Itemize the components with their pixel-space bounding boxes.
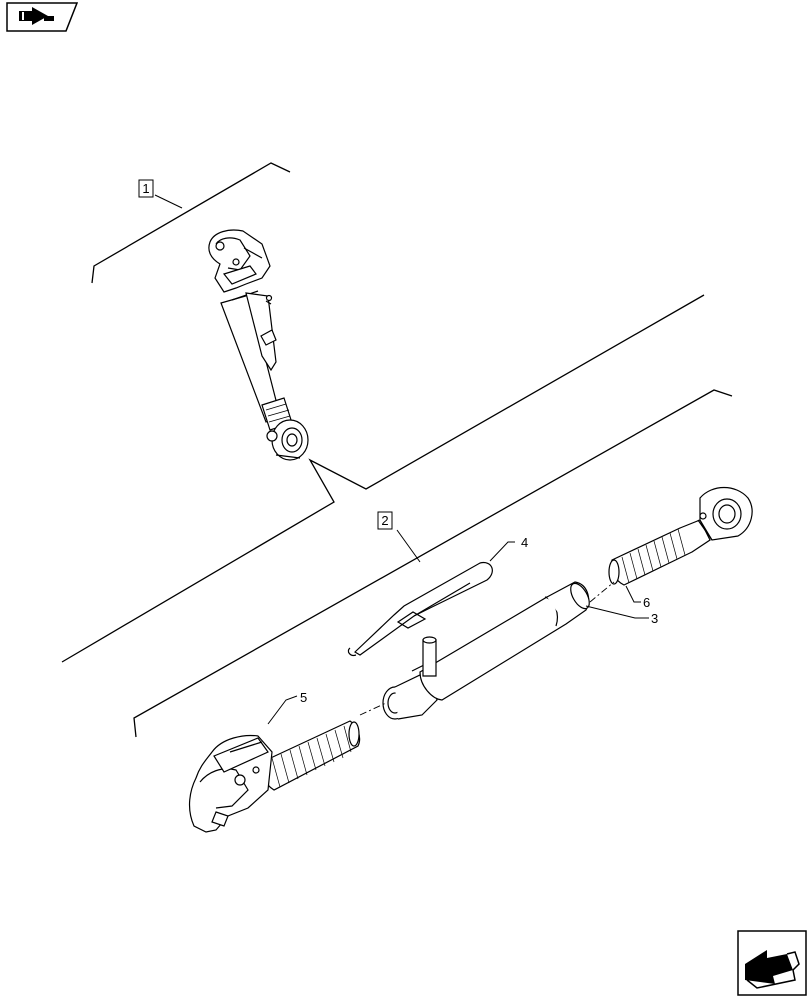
callout-1[interactable]: 1 bbox=[138, 179, 154, 198]
group-2-bracket bbox=[133, 389, 733, 738]
callout-5[interactable]: 5 bbox=[300, 690, 307, 705]
leader-lines bbox=[154, 194, 649, 725]
separator-line bbox=[61, 294, 705, 663]
callout-2-label: 2 bbox=[381, 513, 388, 528]
callout-6[interactable]: 6 bbox=[643, 595, 650, 610]
callout-1-label: 1 bbox=[142, 181, 149, 196]
arrow-nav-icon[interactable] bbox=[6, 2, 79, 32]
group-1-bracket bbox=[91, 162, 291, 284]
callout-4[interactable]: 4 bbox=[521, 535, 528, 550]
center-lines bbox=[359, 581, 615, 716]
part-6-end-eye bbox=[608, 486, 753, 586]
arrow-return-icon[interactable] bbox=[737, 930, 807, 996]
part-3-tube bbox=[382, 581, 590, 720]
callout-3[interactable]: 3 bbox=[651, 611, 658, 626]
part-4-clip bbox=[347, 561, 493, 656]
callout-2[interactable]: 2 bbox=[377, 511, 393, 530]
top-link-assembly bbox=[208, 229, 309, 461]
part-5-hook-end bbox=[188, 720, 361, 833]
